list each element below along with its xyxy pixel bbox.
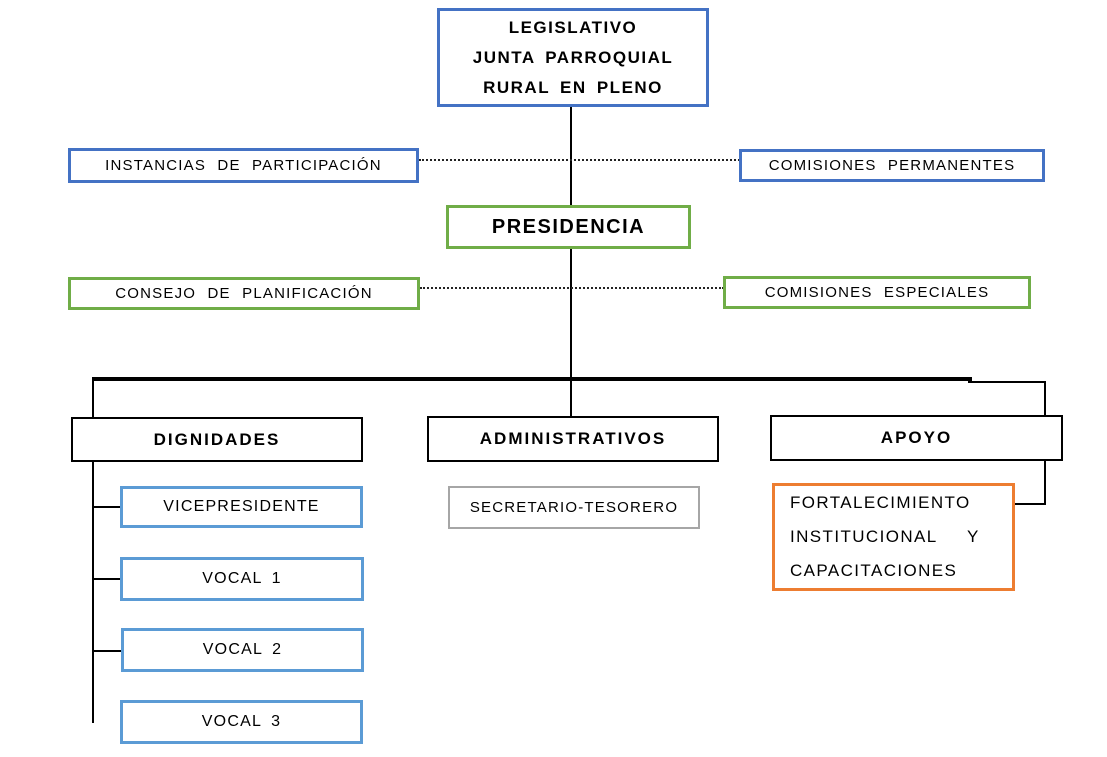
connector-elbow-vicepresidente bbox=[92, 506, 121, 508]
node-consejo-de-planificacion: CONSEJO DE PLANIFICACIÓN bbox=[68, 277, 420, 310]
connector-horizontal-bar bbox=[92, 377, 972, 381]
node-legislativo-line-3: RURAL EN PLENO bbox=[483, 77, 663, 97]
node-legislativo-junta-parroquial: LEGISLATIVO JUNTA PARROQUIAL RURAL EN PL… bbox=[437, 8, 709, 107]
node-comisiones-permanentes: COMISIONES PERMANENTES bbox=[739, 149, 1045, 182]
node-dignidades: DIGNIDADES bbox=[71, 417, 363, 462]
node-comisiones-especiales: COMISIONES ESPECIALES bbox=[723, 276, 1031, 309]
connector-horizontal-bar-right-extension bbox=[968, 381, 1046, 383]
node-fortalecimiento-line-1: FORTALECIMIENTO bbox=[790, 493, 971, 512]
node-vocal-1: VOCAL 1 bbox=[120, 557, 364, 601]
node-secretario-tesorero: SECRETARIO-TESORERO bbox=[448, 486, 700, 529]
node-fortalecimiento-line-3: CAPACITACIONES bbox=[790, 561, 958, 580]
node-instancias-de-participacion: INSTANCIAS DE PARTICIPACIÓN bbox=[68, 148, 419, 183]
connector-elbow-vocal-1 bbox=[92, 578, 121, 580]
node-legislativo-line-1: LEGISLATIVO bbox=[508, 17, 638, 37]
connector-elbow-fortalecimiento bbox=[1015, 503, 1046, 505]
node-presidencia: PRESIDENCIA bbox=[446, 205, 691, 249]
node-apoyo: APOYO bbox=[770, 415, 1063, 461]
node-fortalecimiento-line-2: INSTITUCIONAL Y bbox=[790, 527, 980, 546]
node-administrativos: ADMINISTRATIVOS bbox=[427, 416, 719, 462]
node-fortalecimiento-institucional: FORTALECIMIENTO INSTITUCIONAL Y CAPACITA… bbox=[772, 483, 1015, 591]
connector-legislativo-presidencia bbox=[570, 107, 572, 206]
node-vicepresidente: VICEPRESIDENTE bbox=[120, 486, 363, 528]
connector-drop-dignidades bbox=[92, 379, 94, 418]
node-vocal-2: VOCAL 2 bbox=[121, 628, 364, 672]
node-vocal-3: VOCAL 3 bbox=[120, 700, 363, 744]
connector-presidencia-trunk bbox=[570, 248, 572, 416]
connector-spine-dignidades bbox=[92, 461, 94, 723]
connector-elbow-vocal-2 bbox=[92, 650, 121, 652]
connector-dotted-instancias-comisiones bbox=[419, 159, 740, 161]
node-legislativo-line-2: JUNTA PARROQUIAL bbox=[472, 47, 674, 67]
connector-dotted-consejo-especiales bbox=[420, 287, 724, 289]
